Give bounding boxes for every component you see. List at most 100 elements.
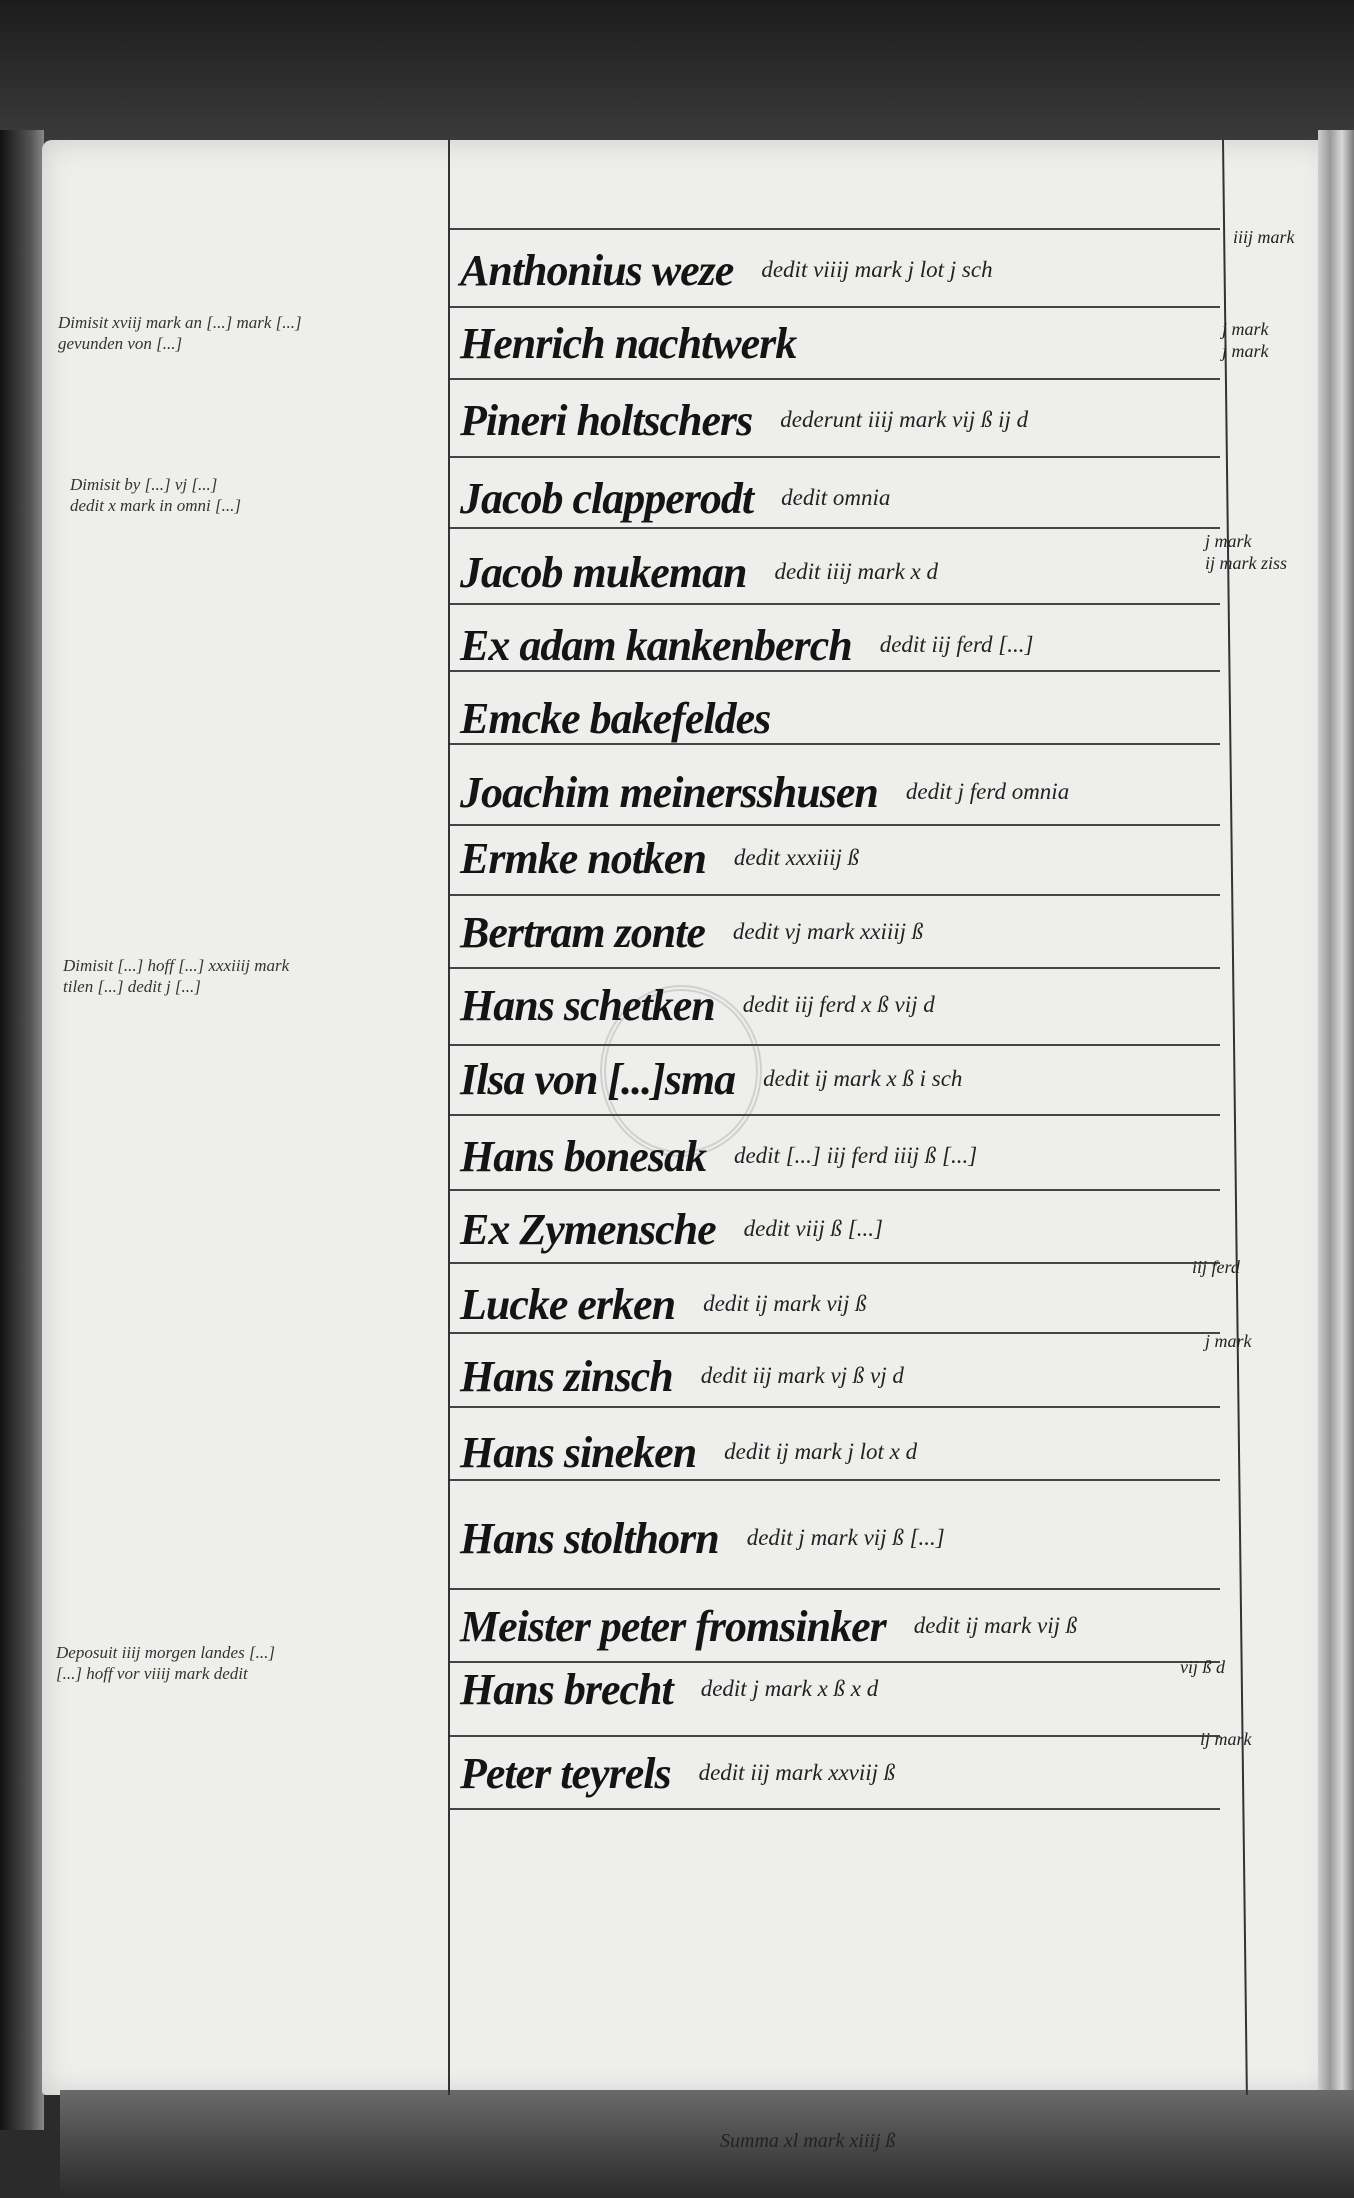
margin-note-line: [...] hoff vor viiij mark dedit	[56, 1664, 248, 1683]
ledger-entry: Ermke notken dedit xxxiiij ß	[460, 828, 859, 888]
margin-note-line: dedit x mark in omni [...]	[70, 496, 241, 515]
ruling-line	[450, 1332, 1220, 1334]
ledger-entry: Hans schetken dedit iij ferd x ß vij d	[460, 975, 935, 1035]
entry-name: Ermke notken	[460, 833, 707, 883]
left-margin-note: Deposuit iiij morgen landes [...] [...] h…	[56, 1642, 275, 1684]
ruling-line	[450, 378, 1220, 380]
ruling-line	[450, 1406, 1220, 1408]
ledger-entry: Lucke erken dedit ij mark vij ß	[460, 1274, 867, 1334]
entry-name: Anthonius weze	[460, 245, 734, 295]
ledger-entry: Pineri holtschers dederunt iiij mark vij …	[460, 390, 1028, 450]
right-margin-note: iiij mark	[1233, 226, 1295, 248]
margin-note-line: j mark	[1205, 1331, 1252, 1351]
entry-name: Hans sineken	[460, 1427, 697, 1477]
entry-payment: dedit j mark vij ß [...]	[746, 1525, 945, 1550]
margin-note-line: iij ferd	[1192, 1257, 1240, 1277]
entry-name: Henrich nachtwerk	[460, 318, 797, 368]
entry-name: Bertram zonte	[460, 907, 706, 957]
left-margin-note: Dimisit xviij mark an [...] mark [...]ge…	[58, 312, 302, 354]
entry-name: Emcke bakefeldes	[460, 693, 771, 743]
left-margin-note: Dimisit by [...] vj [...] dedit x mark in…	[70, 474, 241, 516]
entry-name: Ilsa von [...]sma	[460, 1054, 736, 1104]
ruling-line	[450, 1262, 1220, 1264]
ruling-line	[450, 1661, 1220, 1663]
margin-note-line: Deposuit iiij morgen landes [...]	[56, 1643, 275, 1662]
entry-name: Peter teyrels	[460, 1748, 672, 1798]
entry-payment: dedit ij mark vij ß	[703, 1291, 867, 1316]
entry-name: Pineri holtschers	[460, 395, 753, 445]
left-ruling-line	[448, 140, 450, 2095]
ruling-line	[450, 1044, 1220, 1046]
margin-note-line: vij ß d	[1180, 1657, 1225, 1677]
ledger-entry: Emcke bakefeldes	[460, 688, 798, 748]
right-margin-note: j mark	[1205, 1330, 1252, 1352]
entry-payment: dedit ij mark vij ß	[913, 1613, 1078, 1638]
entry-name: Jacob clapperodt	[460, 473, 754, 523]
entry-payment: dedit iij mark vj ß vj d	[700, 1363, 904, 1388]
right-margin-note: vij ß d	[1180, 1656, 1225, 1678]
entry-payment: dedit iij ferd [...]	[879, 632, 1034, 657]
library-stamp	[600, 985, 762, 1157]
ruling-line	[450, 1479, 1220, 1481]
margin-note-line: iiij mark	[1233, 227, 1295, 247]
entry-name: Hans zinsch	[460, 1351, 674, 1401]
book-binding-edge	[0, 130, 44, 2130]
ledger-entry: Hans zinsch dedit iij mark vj ß vj d	[460, 1346, 904, 1406]
ledger-entry: Ex adam kankenberch dedit iij ferd [...]	[460, 615, 1033, 675]
ledger-entry: Hans brecht dedit j mark x ß x d	[460, 1659, 878, 1719]
entry-payment: dederunt iiij mark vij ß ij d	[780, 407, 1029, 432]
entry-payment: dedit viij ß [...]	[743, 1216, 883, 1241]
ruling-line	[450, 527, 1220, 529]
ruling-line	[450, 894, 1220, 896]
entry-name: Hans schetken	[460, 980, 716, 1030]
ruling-line	[450, 743, 1220, 745]
entry-payment: dedit omnia	[781, 485, 891, 510]
summa-total: Summa xl mark xiiij ß	[720, 2130, 896, 2152]
ruling-line	[450, 1735, 1220, 1737]
margin-note-line: ij mark	[1200, 1729, 1252, 1749]
margin-note-line: j mark	[1222, 319, 1269, 339]
ledger-entry: Ex Zymensche dedit viij ß [...]	[460, 1199, 883, 1259]
ledger-entry: Henrich nachtwerk	[460, 313, 824, 373]
right-margin-note: ij mark	[1200, 1728, 1252, 1750]
margin-note-line: Dimisit xviij mark an [...] mark [...]	[58, 313, 302, 332]
scan-top-background	[0, 0, 1354, 150]
entry-payment: dedit xxxiiij ß	[733, 845, 860, 870]
ruling-line	[450, 1588, 1220, 1590]
page-stack-edge	[1318, 130, 1354, 2110]
entry-name: Hans bonesak	[460, 1131, 707, 1181]
entry-name: Ex adam kankenberch	[460, 620, 853, 670]
entry-name: Hans brecht	[460, 1664, 674, 1714]
ruling-line	[450, 306, 1220, 308]
entry-name: Lucke erken	[460, 1279, 676, 1329]
ledger-entry: Peter teyrels dedit iij mark xxviij ß	[460, 1743, 895, 1803]
entry-payment: dedit j ferd omnia	[905, 779, 1070, 804]
entry-payment: dedit iiij mark x d	[774, 559, 938, 584]
margin-note-line: tilen [...] dedit j [...]	[63, 977, 201, 996]
ledger-entry: Jacob clapperodt dedit omnia	[460, 468, 890, 528]
ledger-entry: Ilsa von [...]sma dedit ij mark x ß i sch	[460, 1049, 962, 1109]
ledger-entry: Bertram zonte dedit vj mark xxiiij ß	[460, 902, 923, 962]
entry-payment: dedit ij mark x ß i sch	[763, 1066, 963, 1091]
ruling-line	[450, 228, 1220, 230]
right-margin-note: iij ferd	[1192, 1256, 1240, 1278]
ruling-line	[450, 824, 1220, 826]
ruling-line	[450, 670, 1220, 672]
ruling-line	[450, 1808, 1220, 1810]
ruling-line	[450, 967, 1220, 969]
entry-payment: dedit j mark x ß x d	[700, 1676, 879, 1701]
entry-name: Ex Zymensche	[460, 1204, 717, 1254]
entry-payment: dedit iij mark xxviij ß	[698, 1760, 896, 1785]
margin-note-line: Dimisit by [...] vj [...]	[70, 475, 218, 494]
entry-payment: dedit vj mark xxiiij ß	[732, 919, 924, 944]
entry-payment: dedit iij ferd x ß vij d	[742, 992, 935, 1017]
margin-note-line: ij mark ziss	[1205, 553, 1288, 573]
